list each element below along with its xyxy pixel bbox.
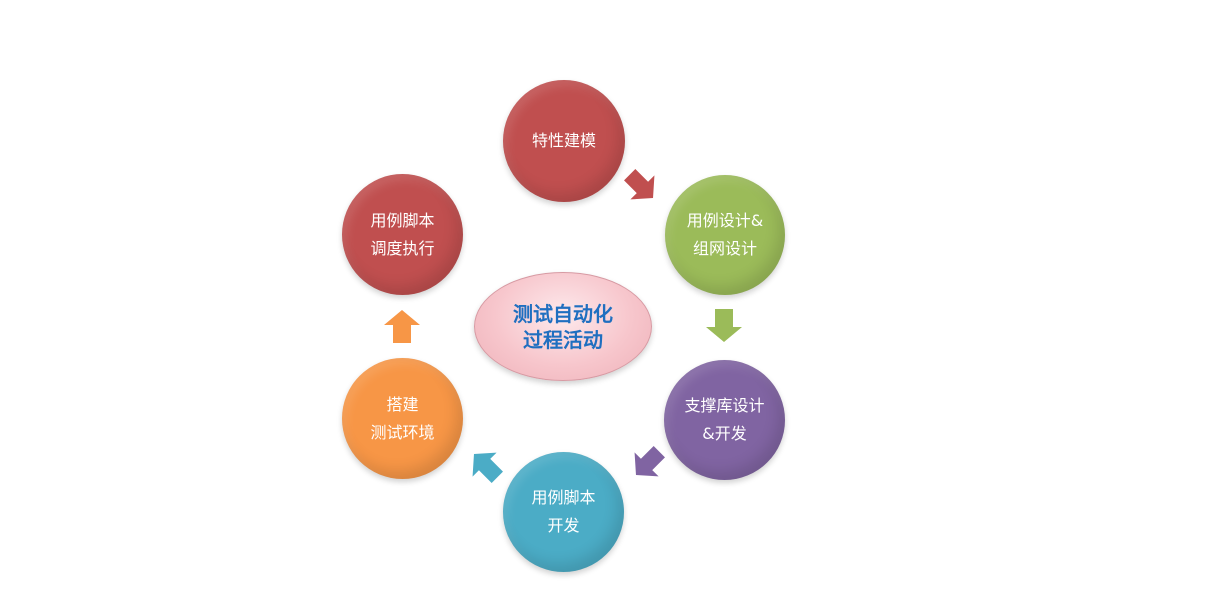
step-label-line1: 用例设计&: [686, 211, 764, 230]
step-case-script-execution: 用例脚本 调度执行: [342, 174, 463, 295]
step-label-line2: 组网设计: [692, 239, 757, 258]
arrow-step5-to-step6: [384, 310, 420, 343]
step-test-environment-setup: 搭建 测试环境: [342, 358, 463, 479]
step-support-library-design: 支撑库设计 &开发: [664, 360, 785, 480]
step-label-line2: 调度执行: [370, 238, 435, 258]
arrow-step4-to-step5: [472, 452, 503, 483]
step-case-network-design: 用例设计& 组网设计: [665, 175, 785, 295]
center-title-line1: 测试自动化: [513, 301, 613, 326]
step-label-line2: 测试环境: [370, 422, 435, 442]
step-label-line1: 用例脚本: [370, 210, 435, 230]
arrow-step2-to-step3: [706, 309, 742, 342]
arrow-step1-to-step2: [624, 169, 655, 200]
step-label-line1: 用例脚本: [531, 488, 596, 507]
step-label-line1: 搭建: [386, 394, 419, 414]
step-case-script-development: 用例脚本 开发: [503, 452, 624, 572]
step-label-line1: 特性建模: [531, 131, 596, 150]
step-feature-modeling: 特性建模: [503, 80, 625, 202]
step-label-line2: &开发: [702, 424, 747, 443]
step-label-line2: 开发: [547, 516, 580, 535]
center-title-ellipse: 测试自动化 过程活动: [474, 272, 652, 381]
center-title-line2: 过程活动: [523, 327, 603, 352]
step-label-line1: 支撑库设计: [684, 396, 765, 415]
arrow-step3-to-step4: [634, 446, 665, 477]
